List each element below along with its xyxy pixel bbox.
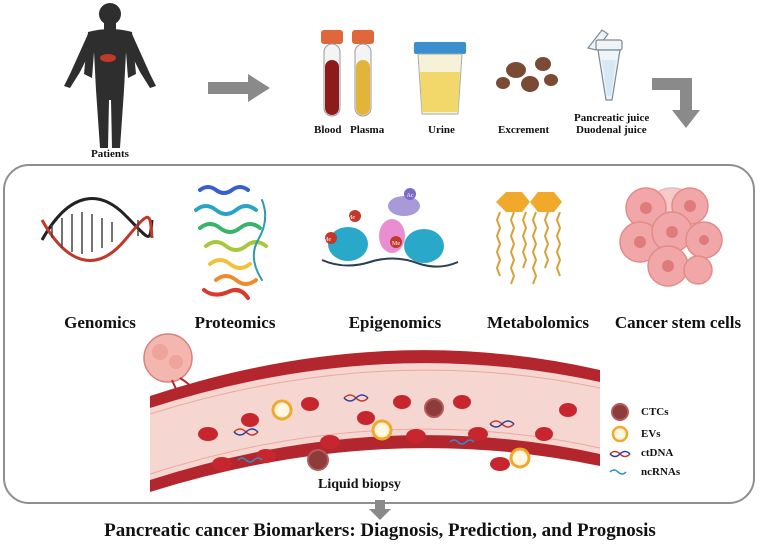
eppendorf-tube-icon (586, 29, 623, 101)
down-arrow-icon (369, 500, 391, 520)
sample-sources (64, 3, 700, 148)
ctc-cells (307, 398, 444, 471)
legend-ncrnas: ncRNAs (641, 466, 681, 478)
methyl-mark-2: Me (323, 237, 331, 243)
omics-icons: Me Me Me Ac (40, 185, 723, 300)
legend-markers (609, 403, 631, 475)
plasma-label: Plasma (350, 124, 385, 136)
patients-label: Patients (91, 148, 129, 160)
legend-ctdna: ctDNA (641, 447, 674, 459)
ev-vesicles (271, 399, 531, 469)
plasma-tube-icon (352, 30, 374, 117)
dna-helix-icon (40, 197, 154, 262)
acetyl-mark: Ac (407, 193, 414, 199)
stem-cell-cluster-icon (619, 187, 723, 287)
blood-label: Blood (314, 124, 342, 136)
epigenomics-label: Epigenomics (348, 313, 442, 332)
methyl-mark-1: Me (347, 215, 355, 221)
duodenal-juice-label: Duodenal juice (576, 124, 647, 136)
flow-arrow-icon (208, 74, 270, 102)
protein-structure-icon (194, 185, 268, 300)
nucleosome-icon (321, 188, 459, 268)
cancer-stem-cells-label: Cancer stem cells (614, 313, 742, 332)
metabolomics-label: Metabolomics (487, 313, 589, 332)
patient-figure-icon (64, 3, 156, 148)
legend-ctcs: CTCs (641, 406, 669, 418)
pancreatic-juice-label: Pancreatic juice (574, 112, 650, 124)
excrement-icon (496, 57, 558, 92)
liquid-biopsy-illustration (143, 333, 631, 492)
corner-arrow-icon (652, 78, 700, 128)
excrement-label: Excrement (498, 124, 550, 136)
liquid-biopsy-label: Liquid biopsy (318, 477, 401, 492)
urine-cup-icon (414, 42, 466, 115)
red-blood-cells (198, 395, 577, 471)
lipid-icon (495, 192, 562, 285)
legend-evs: EVs (641, 428, 661, 440)
blood-tube-icon (321, 30, 343, 117)
methyl-mark-3: Me (392, 241, 400, 247)
genomics-label: Genomics (64, 313, 136, 332)
ncrna-fragments (237, 439, 475, 463)
bottom-title: Pancreatic cancer Biomarkers: Diagnosis,… (104, 520, 656, 541)
proteomics-label: Proteomics (194, 313, 276, 332)
ctdna-fragments (233, 394, 515, 436)
urine-label: Urine (428, 124, 455, 136)
blood-vessel-icon (149, 350, 601, 492)
